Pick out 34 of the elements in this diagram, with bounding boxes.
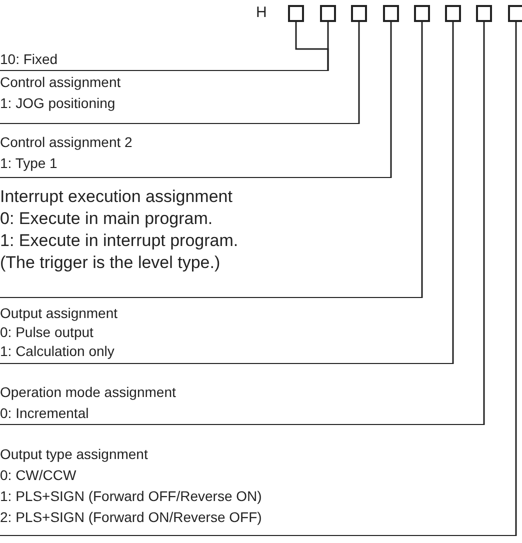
option-text: 0: Execute in main program.	[0, 208, 214, 230]
digit-box	[445, 5, 461, 22]
digit-box	[508, 5, 522, 22]
digit-box	[288, 5, 304, 22]
digit-box	[320, 5, 336, 22]
option-text: 1: Type 1	[0, 154, 58, 173]
leader-line	[390, 22, 392, 178]
digit-box	[414, 5, 430, 22]
leader-line	[421, 22, 423, 298]
option-text: 10: Fixed	[0, 50, 59, 69]
leader-line	[483, 22, 485, 425]
leader-line	[327, 22, 329, 71]
field-title: Control assignment 2	[0, 133, 134, 152]
leader-line	[515, 22, 517, 536]
digit-box	[351, 5, 367, 22]
option-text: 2: PLS+SIGN (Forward ON/Reverse OFF)	[0, 508, 263, 527]
option-text: (The trigger is the level type.)	[0, 252, 222, 274]
hex-prefix: H	[256, 4, 267, 21]
option-text: 1: JOG positioning	[0, 94, 116, 113]
option-text: 0: CW/CCW	[0, 466, 78, 485]
digit-box	[476, 5, 492, 22]
option-text: 0: Pulse output	[0, 323, 94, 342]
field-title: Output type assignment	[0, 445, 149, 464]
field-title: Interrupt execution assignment	[0, 186, 234, 208]
option-text: 0: Incremental	[0, 404, 90, 423]
digit-box	[383, 5, 399, 22]
option-text: 1: PLS+SIGN (Forward OFF/Reverse ON)	[0, 487, 263, 506]
field-title: Operation mode assignment	[0, 383, 177, 402]
option-text: 1: Calculation only	[0, 342, 116, 361]
field-title: Control assignment	[0, 73, 122, 92]
option-text: 1: Execute in interrupt program.	[0, 230, 240, 252]
leader-line	[452, 22, 454, 364]
field-title: Output assignment	[0, 304, 119, 323]
leader-line	[358, 22, 360, 124]
